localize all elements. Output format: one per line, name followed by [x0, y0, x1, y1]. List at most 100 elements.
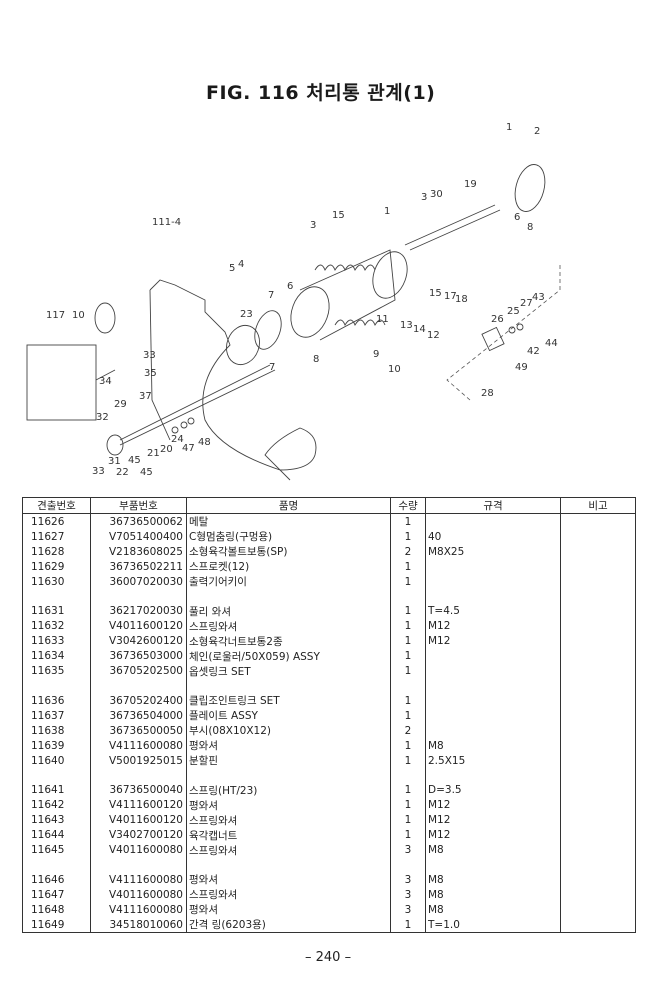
cell-index-no: 11634 [22, 648, 91, 664]
cell-remarks [560, 782, 636, 798]
cell-part-no: V4011600080 [90, 842, 187, 858]
callout-label: 18 [455, 294, 468, 305]
cell-part-name: 스프로켓(12) [186, 559, 391, 574]
spacer-cell [90, 589, 187, 604]
cell-quantity: 1 [390, 663, 426, 679]
callout-label: 45 [128, 455, 141, 466]
cell-quantity: 1 [390, 559, 426, 574]
group-spacer-row [22, 768, 636, 783]
cell-remarks [560, 887, 636, 902]
cell-index-no: 11631 [22, 603, 91, 619]
spacer-cell [425, 678, 561, 693]
cell-part-name: 스프링와셔 [186, 618, 391, 634]
callout-label: 1 [384, 206, 390, 217]
cell-part-no: 36736500062 [90, 513, 187, 529]
cell-spec [425, 693, 561, 708]
callout-label: 33 [143, 350, 156, 361]
cell-part-name: 평와셔 [186, 872, 391, 887]
callout-label: 22 [116, 467, 129, 478]
cell-index-no: 11644 [22, 827, 91, 843]
cell-spec [425, 648, 561, 664]
cell-part-name: 평와셔 [186, 902, 391, 917]
callout-label: 117 [46, 310, 65, 321]
cell-part-no: V4011600080 [90, 887, 187, 902]
cell-quantity: 3 [390, 842, 426, 858]
cell-remarks [560, 529, 636, 544]
spacer-cell [186, 857, 391, 872]
cell-spec: D=3.5 [425, 782, 561, 798]
callout-label: 6 [514, 212, 520, 223]
group-spacer-row [22, 589, 636, 604]
group-spacer-row [22, 857, 636, 872]
cell-part-no: V4011600120 [90, 812, 187, 828]
callout-label: 43 [532, 292, 545, 303]
group-spacer-row [22, 678, 636, 693]
callout-label: 5 [229, 263, 235, 274]
cell-remarks [560, 513, 636, 529]
cell-index-no: 11648 [22, 902, 91, 917]
cell-part-name: 스프링와셔 [186, 842, 391, 858]
cell-index-no: 11635 [22, 663, 91, 679]
cell-index-no: 11641 [22, 782, 91, 798]
callout-label: 15 [429, 288, 442, 299]
spacer-cell [390, 768, 426, 783]
page-number: – 240 – [305, 950, 352, 965]
cell-part-no: V2183608025 [90, 544, 187, 559]
cell-spec: M8 [425, 738, 561, 753]
callout-label: 30 [430, 189, 443, 200]
cell-part-name: 체인(로울러/50X059) ASSY [186, 648, 391, 664]
callout-label: 34 [99, 376, 112, 387]
callout-label: 2 [534, 126, 540, 137]
cell-part-name: 육각캡너트 [186, 827, 391, 843]
cell-part-name: 출력기어키이 [186, 574, 391, 589]
cell-part-name: 플레이트 ASSY [186, 708, 391, 723]
spacer-cell [560, 678, 636, 693]
spacer-cell [186, 768, 391, 783]
callout-label: 29 [114, 399, 127, 410]
spacer-cell [22, 768, 91, 783]
cell-quantity: 2 [390, 723, 426, 738]
cell-part-name: 분할핀 [186, 753, 391, 768]
cell-part-no: 36705202400 [90, 693, 187, 708]
callout-label: 35 [144, 368, 157, 379]
spacer-cell [90, 857, 187, 872]
callout-label: 14 [413, 324, 426, 335]
cell-part-no: 36736503000 [90, 648, 187, 664]
callout-label: 7 [268, 290, 274, 301]
cell-quantity: 1 [390, 827, 426, 843]
cell-remarks [560, 797, 636, 813]
spacer-cell [90, 768, 187, 783]
cell-remarks [560, 693, 636, 708]
cell-part-no: 34518010060 [90, 917, 187, 933]
cell-part-name: 스프링와셔 [186, 812, 391, 828]
cell-part-no: 36736502211 [90, 559, 187, 574]
cell-part-no: V4111600080 [90, 872, 187, 887]
cell-index-no: 11628 [22, 544, 91, 559]
cell-remarks [560, 827, 636, 843]
callout-label: 48 [198, 437, 211, 448]
spacer-cell [560, 589, 636, 604]
cell-index-no: 11646 [22, 872, 91, 887]
cell-remarks [560, 603, 636, 619]
cell-part-no: V4111600120 [90, 797, 187, 813]
cell-spec [425, 559, 561, 574]
cell-part-no: V5001925015 [90, 753, 187, 768]
cell-quantity: 1 [390, 603, 426, 619]
cell-part-name: 스프링와셔 [186, 887, 391, 902]
cell-quantity: 1 [390, 812, 426, 828]
figure-title: FIG. 116 처리통 관계(1) [206, 82, 436, 104]
exploded-parts-diagram: 1 2 19 30 3 6 8 15 3 1 111-4 5 4 7 6 23 … [26, 122, 561, 481]
cell-remarks [560, 723, 636, 738]
cell-quantity: 1 [390, 633, 426, 649]
callout-label: 8 [313, 354, 319, 365]
